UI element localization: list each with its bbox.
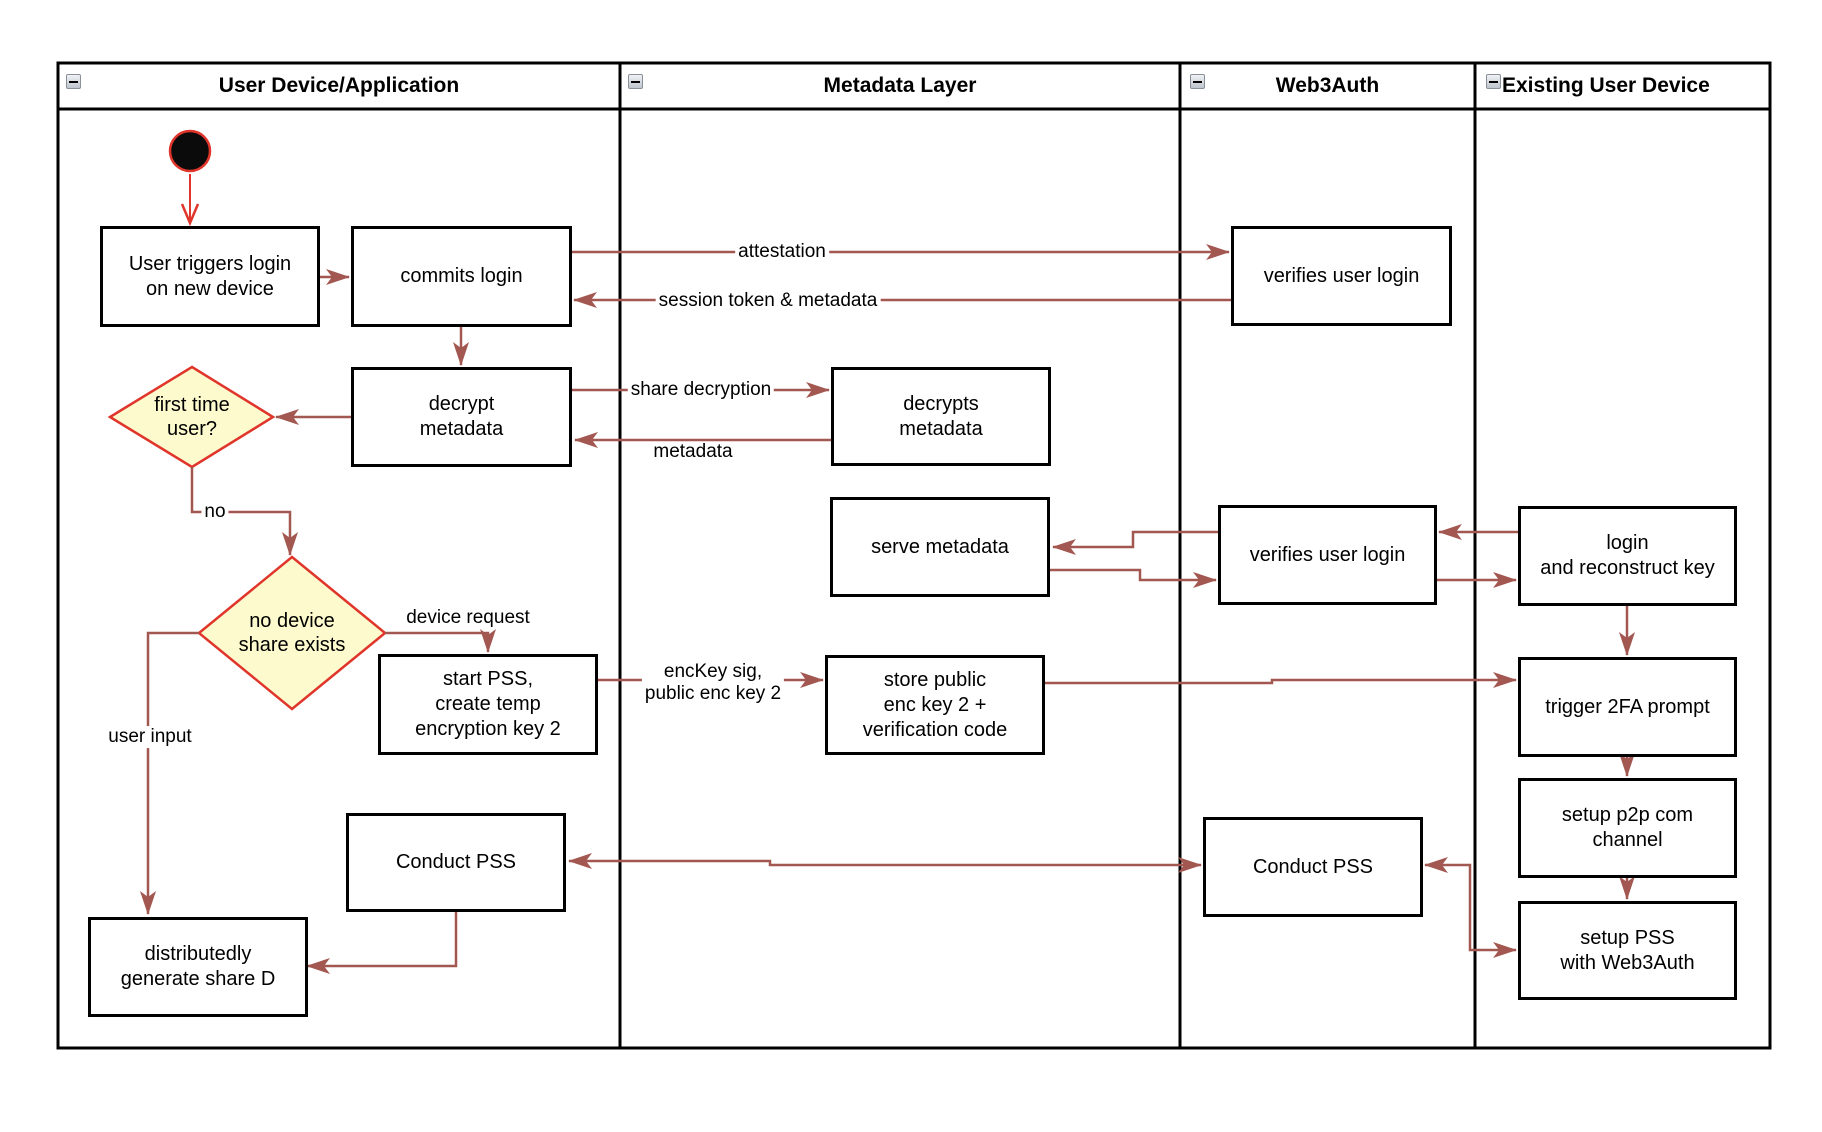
node-verifies-user-login-mid: verifies user login <box>1218 505 1437 605</box>
collapse-minus-icon[interactable] <box>1486 74 1501 89</box>
edge-conductpss-link <box>568 853 1202 873</box>
node-trigger-2fa: trigger 2FA prompt <box>1518 657 1737 757</box>
minus-glyph <box>69 80 78 83</box>
decision-label-no-device-share: no device share exists <box>238 610 346 656</box>
node-start-pss: start PSS, create temp encryption key 2 <box>378 654 598 755</box>
node-setup-pss: setup PSS with Web3Auth <box>1518 901 1737 1000</box>
node-conduct-pss-user: Conduct PSS <box>346 813 566 912</box>
edge-label-device-request: device request <box>406 607 530 629</box>
minus-glyph <box>1489 80 1498 83</box>
node-store-public-enc-key: store public enc key 2 + verification co… <box>825 655 1045 755</box>
minus-glyph <box>1193 80 1202 83</box>
node-decrypts-metadata: decrypts metadata <box>831 367 1051 466</box>
collapse-minus-icon[interactable] <box>1190 74 1205 89</box>
edge-label-share-decryption: share decryption <box>627 379 775 401</box>
node-commits-login: commits login <box>351 226 572 327</box>
edge-label-attestation: attestation <box>735 241 829 263</box>
lane-header-web3auth: Web3Auth <box>1275 74 1380 97</box>
start-node <box>168 129 212 173</box>
node-decrypt-metadata: decrypt metadata <box>351 367 572 467</box>
edge-store-trigger2fa <box>1045 672 1517 688</box>
node-verifies-user-login-top: verifies user login <box>1231 226 1452 326</box>
edge-label-user-input: user input <box>105 726 195 748</box>
collapse-minus-icon[interactable] <box>66 74 81 89</box>
node-user-triggers-login: User triggers login on new device <box>100 226 320 327</box>
node-conduct-pss-web3auth: Conduct PSS <box>1203 817 1423 917</box>
edge-serve-verifies <box>1050 568 1217 588</box>
node-setup-p2p: setup p2p com channel <box>1518 778 1737 878</box>
lane-header-metadata-layer: Metadata Layer <box>823 74 977 97</box>
lane-header-existing-user-device: Existing User Device <box>1502 74 1710 97</box>
minus-glyph <box>631 80 640 83</box>
node-distributedly-generate: distributedly generate share D <box>88 917 308 1017</box>
edge-label-session-token: session token & metadata <box>655 290 881 312</box>
decision-no-device-share <box>197 555 387 711</box>
edge-label-no: no <box>201 501 229 523</box>
edge-label-enckey: encKey sig, public enc key 2 <box>641 661 785 705</box>
edge-verifies-serve <box>1052 530 1218 555</box>
edge-device-request <box>385 629 496 653</box>
edge-conductpss-distributedly <box>306 912 458 974</box>
edge-user-input <box>140 631 199 915</box>
edge-no <box>190 467 298 556</box>
collapse-minus-icon[interactable] <box>628 74 643 89</box>
edge-label-metadata: metadata <box>653 441 733 463</box>
node-login-reconstruct-key: login and reconstruct key <box>1518 506 1737 606</box>
node-serve-metadata: serve metadata <box>830 497 1050 597</box>
decision-label-first-time-user: first time user? <box>154 394 230 440</box>
lane-header-user-device: User Device/Application <box>218 74 460 97</box>
edge-setuppss-conductpss <box>1424 857 1517 958</box>
